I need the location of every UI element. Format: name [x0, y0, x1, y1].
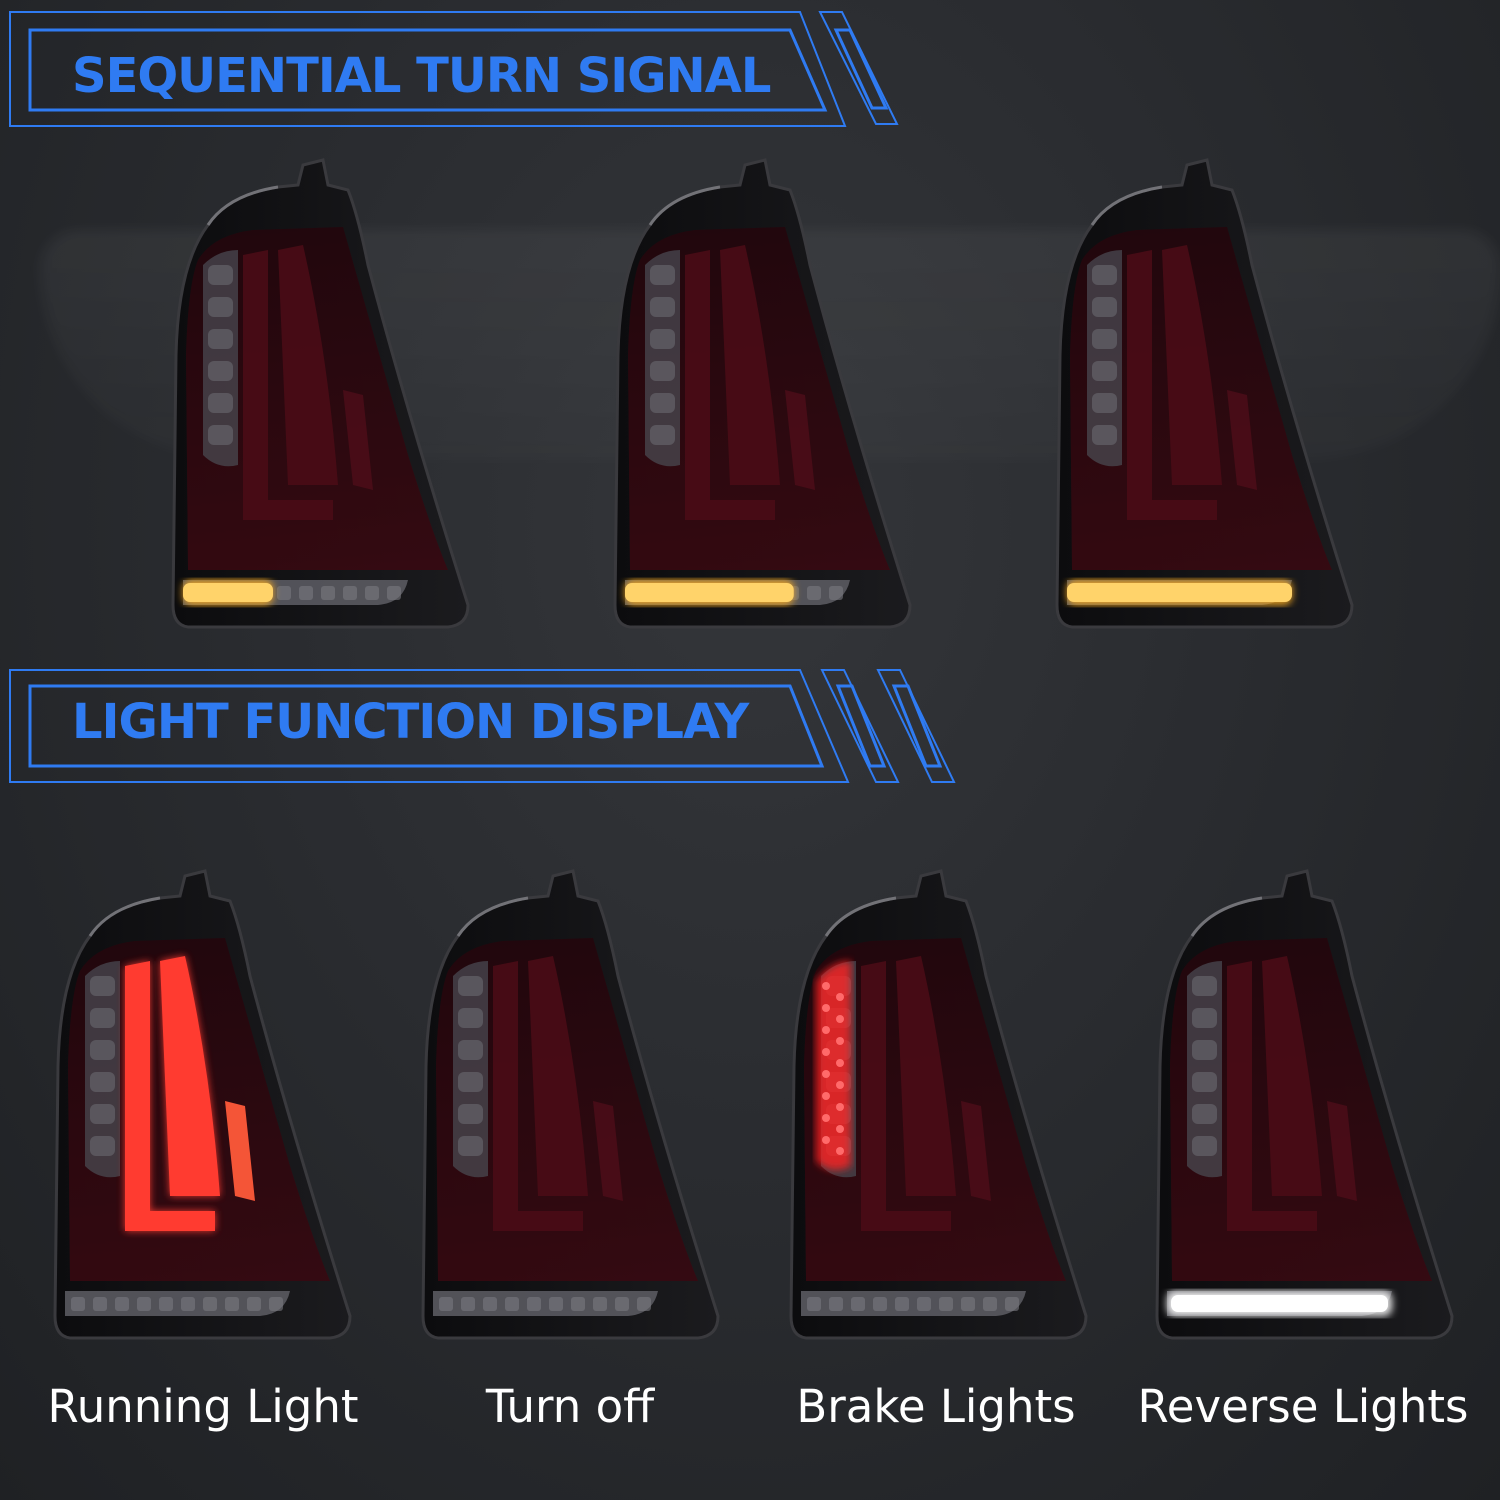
- tail-light-sequential-frame-3: [1052, 155, 1357, 645]
- tail-light-running: [50, 866, 355, 1356]
- label-turn-off: Turn off: [485, 1380, 655, 1433]
- tail-light-sequential-frame-1: [168, 155, 473, 645]
- tail-light-sequential-frame-2: [610, 155, 915, 645]
- banner-title: LIGHT FUNCTION DISPLAY: [72, 694, 749, 750]
- tail-light-reverse: [1152, 866, 1457, 1356]
- light-function-display-banner: LIGHT FUNCTION DISPLAY: [0, 668, 960, 786]
- banner-title: SEQUENTIAL TURN SIGNAL: [72, 48, 771, 104]
- sequential-turn-signal-banner: SEQUENTIAL TURN SIGNAL: [0, 10, 900, 128]
- tail-light-brake: [786, 866, 1091, 1356]
- label-brake-lights: Brake Lights: [796, 1380, 1076, 1433]
- label-running-light: Running Light: [47, 1380, 359, 1433]
- label-reverse-lights: Reverse Lights: [1137, 1380, 1469, 1433]
- banner-frame: [9, 669, 956, 783]
- tail-light-off: [418, 866, 723, 1356]
- banner-frame: [9, 11, 899, 127]
